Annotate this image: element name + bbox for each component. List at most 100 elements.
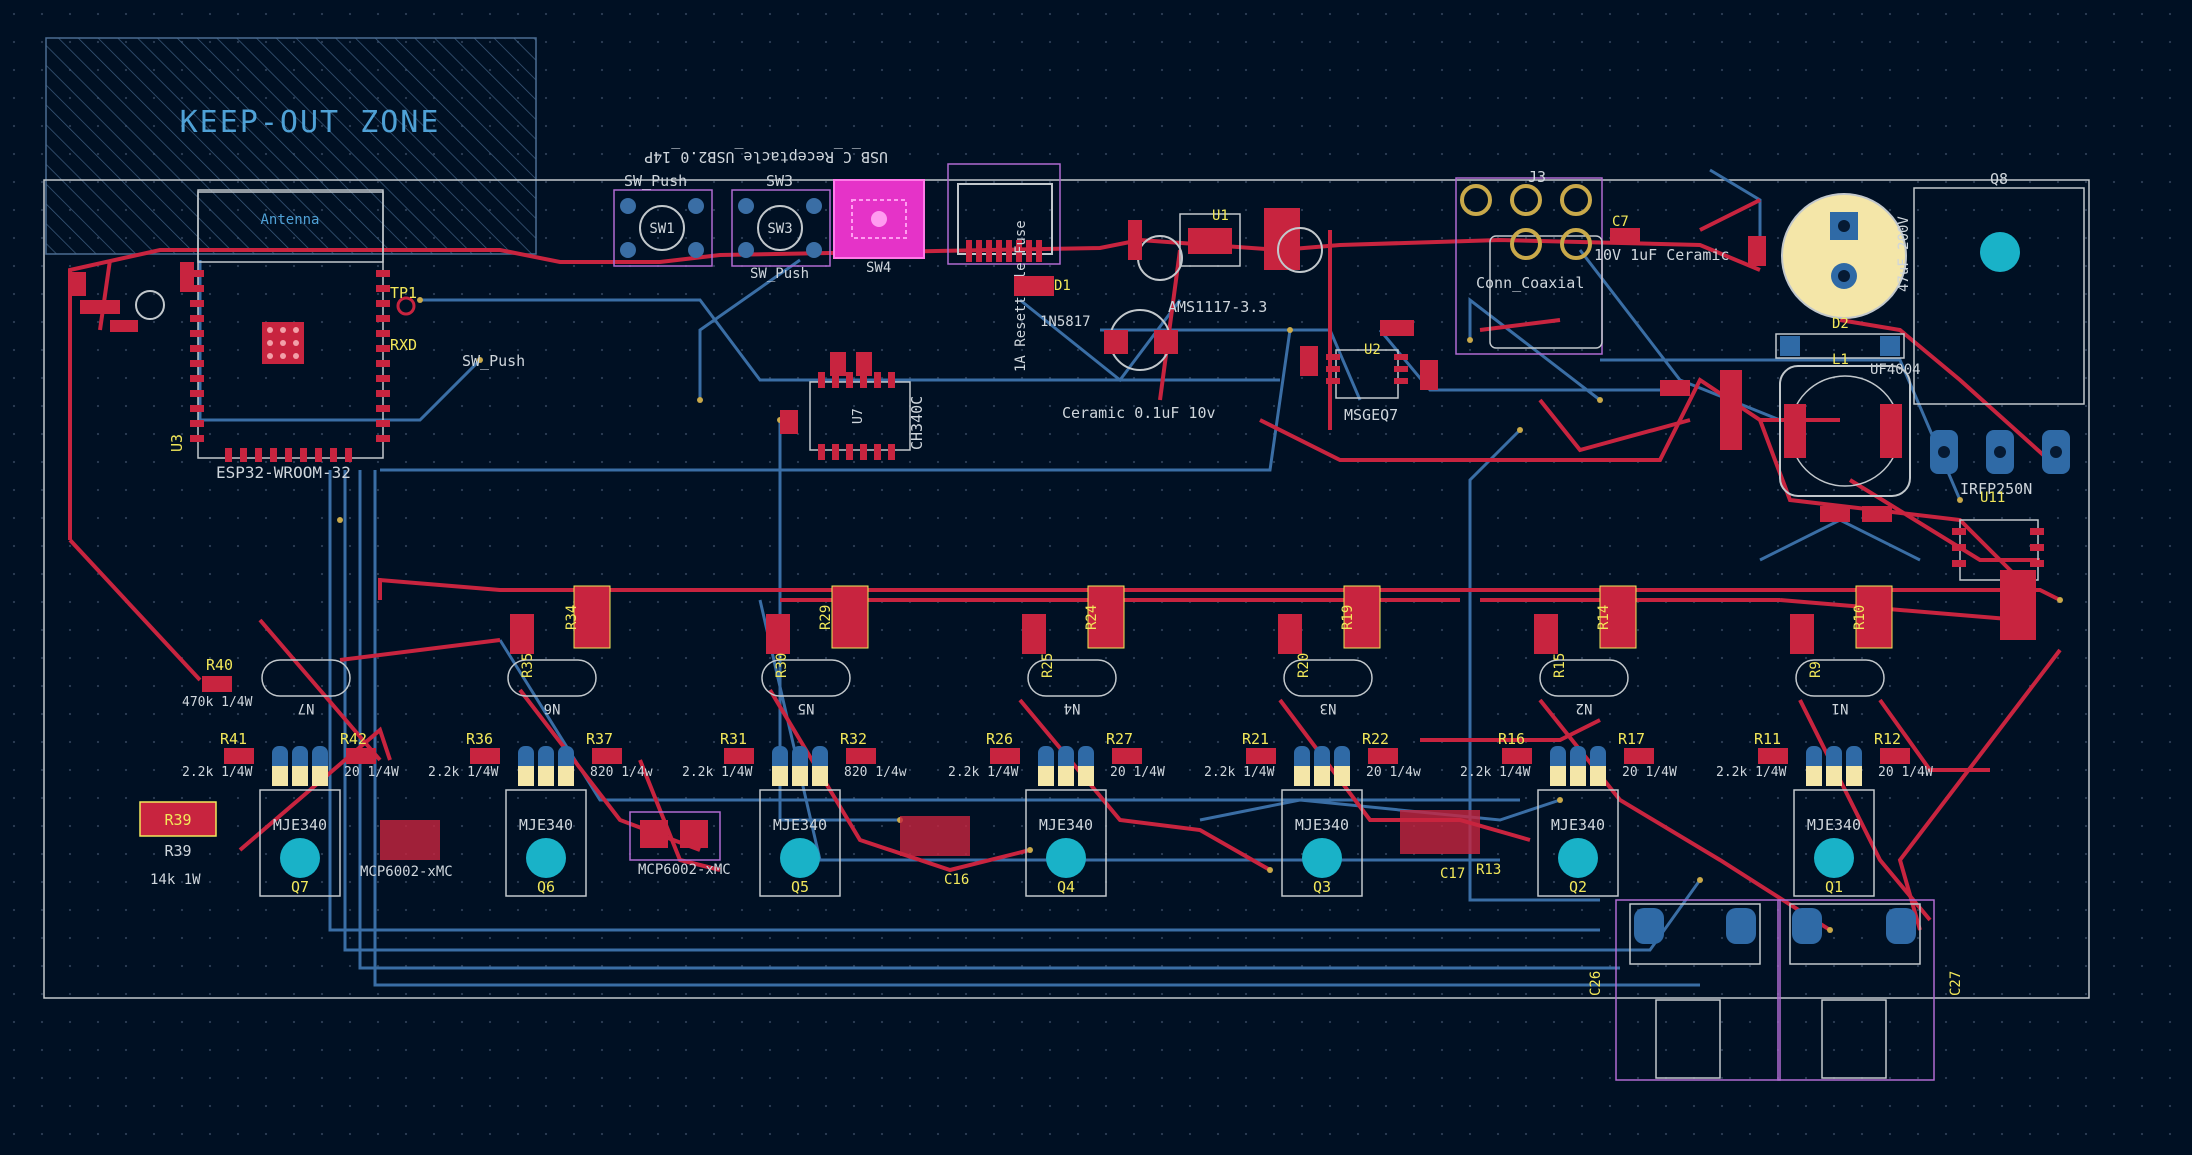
- ceramic-label: Ceramic 0.1uF 10v: [1062, 404, 1216, 422]
- resistor-right-ref: R12: [1874, 730, 1901, 748]
- resistor-r39[interactable]: R39 R39 14k 1W: [139, 801, 217, 888]
- transistor-pin-pad: [1038, 766, 1054, 786]
- resistor-top-ref: R29: [818, 605, 834, 630]
- transistor-pin-pad: [1826, 766, 1842, 786]
- sw3-label: SW3: [766, 172, 793, 190]
- regulator-value: AMS1117-3.3: [1168, 298, 1267, 316]
- transistor-mount-hole: [780, 838, 820, 878]
- fuse-value: 1A Resettable Fuse: [1013, 220, 1029, 372]
- transistor-mount-hole: [1558, 838, 1598, 878]
- resistor-v-ref: R35: [520, 653, 536, 678]
- resistor-left: [1246, 748, 1276, 764]
- resistor-left-value: 2.2k 1/4W: [948, 765, 1019, 780]
- resistor-base-value: 470k 1/4W: [182, 695, 253, 710]
- transistor-body[interactable]: [1281, 789, 1363, 897]
- q8-ref: Q8: [1990, 170, 2008, 188]
- resistor-right: [1368, 748, 1398, 764]
- oval-footprint: [761, 659, 851, 697]
- resistor-right-value: 20 1/4w: [1366, 765, 1421, 780]
- coax-connector-j3[interactable]: J3 Conn_Coaxial C7 10V 1uF Ceramic: [1455, 168, 1729, 355]
- c16-ref: C16: [944, 872, 969, 888]
- transistor-pin-pad: [1550, 766, 1566, 786]
- ch340-value: CH340C: [908, 396, 926, 450]
- msgeq-ref: U2: [1364, 342, 1381, 358]
- antenna-label: Antenna: [260, 212, 319, 228]
- usb-c-connector[interactable]: USB_C_Receptacle_USB2.0_14P 1A Resettabl…: [644, 148, 1061, 372]
- transistor-pin-pad: [792, 766, 808, 786]
- transistor-body[interactable]: [759, 789, 841, 897]
- keepout-zone[interactable]: KEEP-OUT ZONE: [45, 37, 537, 255]
- d2-ref: D2: [1832, 316, 1849, 332]
- msgeq7-ic[interactable]: U2 MSGEQ7: [1300, 320, 1438, 424]
- transistor-ref: Q2: [1569, 878, 1587, 896]
- transistor-pin-pad: [312, 766, 328, 786]
- resistor-left-ref: R26: [986, 730, 1013, 748]
- board-outline: [43, 179, 2090, 999]
- transistor-body[interactable]: [1793, 789, 1875, 897]
- tp1-label: TP1: [390, 284, 417, 302]
- transistor-mount-hole: [526, 838, 566, 878]
- u11-ref: U11: [1980, 490, 2005, 506]
- transistor-ref: Q7: [291, 878, 309, 896]
- audio-jacks[interactable]: C26 C27: [1588, 899, 1964, 1081]
- resistor-right-value: 20 1/4W: [1110, 765, 1165, 780]
- switch-sw3[interactable]: SW3 SW3 SW_Push: [731, 172, 831, 282]
- resistor-v-ref: R15: [1552, 653, 1568, 678]
- transistor-body[interactable]: [1025, 789, 1107, 897]
- transistor-body[interactable]: [1537, 789, 1619, 897]
- transistor-body[interactable]: [259, 789, 341, 897]
- switch-sw1[interactable]: SW1 SW_Push: [613, 172, 713, 267]
- resistor-left: [470, 748, 500, 764]
- regulator-ref: U1: [1212, 208, 1229, 224]
- transistor-value: MJE340: [1039, 816, 1093, 834]
- sw4-ref: SW4: [866, 260, 891, 276]
- transistor-pin-pad: [518, 766, 534, 786]
- ch340c-ic[interactable]: U7 CH340C: [780, 352, 926, 460]
- back-copper-traces: [198, 168, 1962, 987]
- resistor-top-ref: R10: [1852, 605, 1868, 630]
- transistor-pin-pad: [538, 766, 554, 786]
- resistor-left: [724, 748, 754, 764]
- ch340-ref: U7: [851, 408, 866, 424]
- esp32-module[interactable]: Antenna U3 ESP32-WROOM-32 TP1 RXD SW_Pus…: [168, 189, 525, 482]
- transistor-pin-pad: [1846, 766, 1862, 786]
- resistor-right-value: 820 1/4w: [844, 765, 907, 780]
- oval-ref: N5: [798, 700, 815, 716]
- resistor-left-ref: R16: [1498, 730, 1525, 748]
- transistor-mount-hole: [1814, 838, 1854, 878]
- resistor-left-ref: R31: [720, 730, 747, 748]
- c26-ref: C26: [1588, 971, 1604, 996]
- j3-ref: J3: [1528, 168, 1546, 186]
- transistor-pin-pad: [292, 766, 308, 786]
- esp32-ref: U3: [168, 434, 186, 452]
- resistor-top-ref: R19: [1340, 605, 1356, 630]
- switch-sw4-selected[interactable]: SW4: [833, 179, 925, 276]
- sw3-value: SW_Push: [750, 266, 809, 282]
- oval-footprint: [507, 659, 597, 697]
- sw1-ref: SW1: [649, 221, 674, 237]
- regulator-ams1117[interactable]: AMS1117-3.3 U1 D1 1N5817 Ceramic 0.1uF 1…: [1014, 208, 1323, 422]
- transistor-pin-pad: [1314, 766, 1330, 786]
- r39-value: 14k 1W: [150, 872, 201, 888]
- resistor-left-ref: R21: [1242, 730, 1269, 748]
- c7-value: 10V 1uF Ceramic: [1594, 246, 1729, 264]
- transistor-pin-pad: [1590, 766, 1606, 786]
- resistor-left-ref: R41: [220, 730, 247, 748]
- diode-d1-value: 1N5817: [1040, 314, 1091, 330]
- oval-ref: N7: [298, 700, 315, 716]
- resistor-right-ref: R32: [840, 730, 867, 748]
- vias: [337, 237, 2063, 933]
- oval-footprint: [1027, 659, 1117, 697]
- transistor-pin-pad: [272, 766, 288, 786]
- sw1-value: SW_Push: [624, 172, 687, 190]
- power-stage[interactable]: 47uF 200V Q8 IRFP250N D2 UF4004 L1 U11: [1660, 170, 2085, 640]
- transistor-body[interactable]: [505, 789, 587, 897]
- transistor-pin-pad: [812, 766, 828, 786]
- resistor-right-ref: R37: [586, 730, 613, 748]
- resistor-top-ref: R34: [564, 605, 580, 630]
- resistor-left-value: 2.2k 1/4W: [1204, 765, 1275, 780]
- transistor-ref: Q4: [1057, 878, 1075, 896]
- resistor-right-ref: R17: [1618, 730, 1645, 748]
